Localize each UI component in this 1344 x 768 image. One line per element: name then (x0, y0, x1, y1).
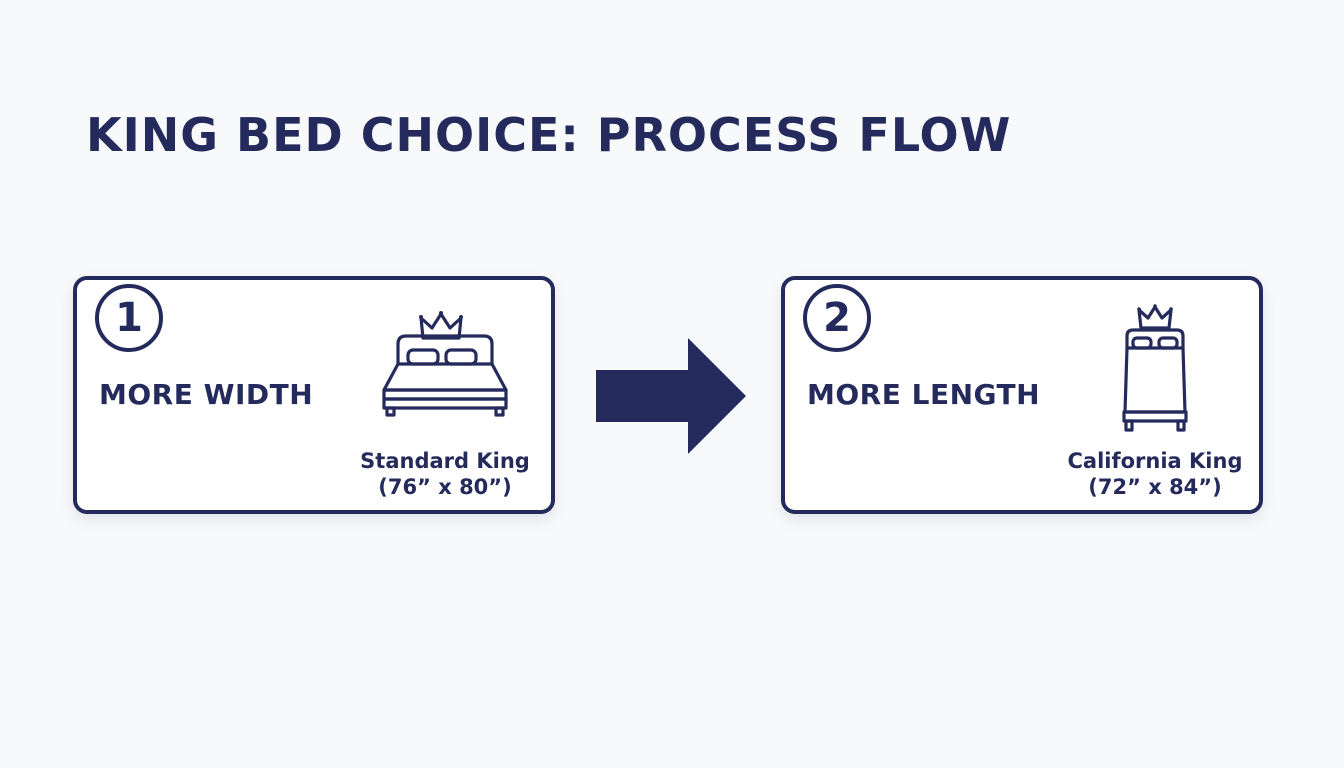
step-label: MORE LENGTH (807, 378, 1041, 411)
bed-size: (76” x 80”) (378, 475, 512, 499)
king-bed-crown-icon (382, 311, 508, 417)
step-card-1: 1 MORE WIDTH Standard King (76” x 80”) (73, 276, 555, 514)
step-label: MORE WIDTH (99, 378, 314, 411)
bed-size: (72” x 84”) (1088, 475, 1222, 499)
bed-caption: Standard King (76” x 80”) (335, 448, 555, 500)
bed-caption: California King (72” x 84”) (1045, 448, 1265, 500)
step-card-2: 2 MORE LENGTH California King (72” x 84”… (781, 276, 1263, 514)
step-number-badge: 1 (95, 284, 163, 352)
right-arrow-icon (596, 338, 746, 454)
california-king-bed-crown-icon (1122, 304, 1188, 432)
diagram-title: KING BED CHOICE: PROCESS FLOW (86, 108, 1012, 162)
step-number-badge: 2 (803, 284, 871, 352)
bed-name: California King (1067, 449, 1243, 473)
bed-name: Standard King (360, 449, 530, 473)
